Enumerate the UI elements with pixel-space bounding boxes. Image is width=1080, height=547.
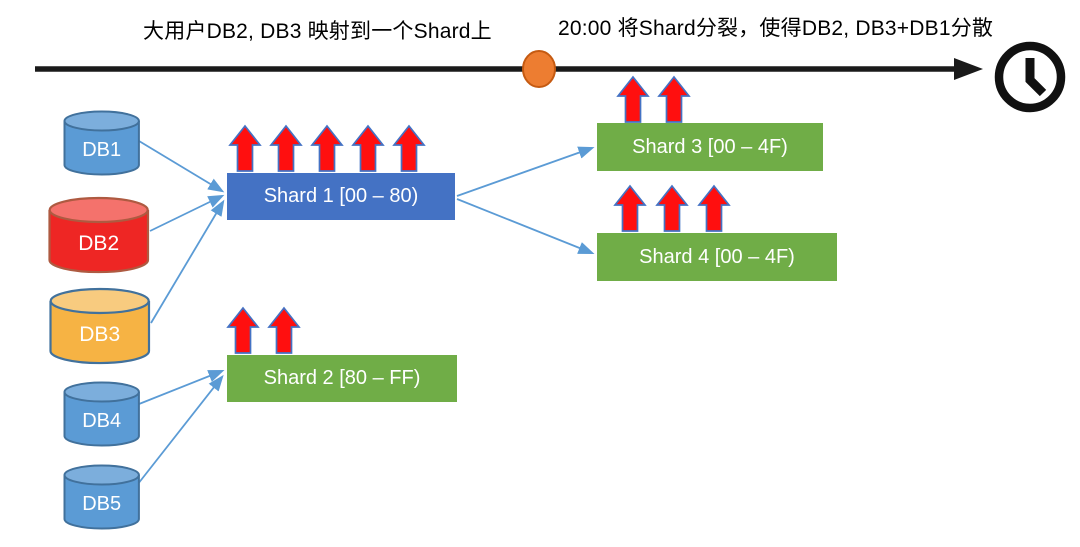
connector-db3-shard1 <box>150 199 225 324</box>
db3-label: DB3 <box>79 323 120 346</box>
load-arrow-icon <box>655 184 689 232</box>
shard1-label: Shard 1 [00 – 80) <box>263 185 419 207</box>
load-arrow-icon <box>697 184 731 232</box>
db3-cylinder-body <box>49 301 151 365</box>
shard2-box: Shard 2 [80 – FF) <box>227 355 457 402</box>
clock-icon <box>994 41 1066 113</box>
load-arrow-icon <box>613 184 647 232</box>
load-arrow-icon <box>392 124 426 172</box>
connector-db5-shard2 <box>133 374 224 490</box>
connector-shard1-shard4 <box>456 198 595 255</box>
connector-db2-shard1 <box>149 194 225 232</box>
split-moment-marker-icon <box>522 50 556 88</box>
load-arrow-groups <box>226 75 731 354</box>
db1-cylinder-body <box>63 121 140 176</box>
db2-cylinder-top <box>48 196 149 224</box>
load-arrow-icon <box>269 124 303 172</box>
load-arrow-icon <box>657 75 691 123</box>
db2-cylinder-body <box>48 210 150 274</box>
db4-cylinder-body <box>63 392 140 447</box>
connector-shard1-shard3 <box>456 146 595 197</box>
shard1-box: Shard 1 [00 – 80) <box>227 173 455 220</box>
db1-cylinder-top <box>63 110 140 132</box>
load-arrow-icon <box>310 124 344 172</box>
shard4-box: Shard 4 [00 – 4F) <box>597 233 837 281</box>
load-arrow-icon <box>228 124 262 172</box>
db3-cylinder: DB3 <box>49 287 151 365</box>
db4-cylinder-top <box>63 381 140 403</box>
shard3-box: Shard 3 [00 – 4F) <box>597 123 823 171</box>
db1-label: DB1 <box>82 139 121 161</box>
shard3-label: Shard 3 [00 – 4F) <box>632 135 788 158</box>
db2-label: DB2 <box>78 232 119 255</box>
load-arrow-icon <box>267 306 301 354</box>
timeline-arrowhead-icon <box>954 58 983 80</box>
load-arrow-icon <box>616 75 650 123</box>
db5-label: DB5 <box>82 493 121 515</box>
db3-cylinder-top <box>49 287 150 315</box>
load-arrow-icon <box>351 124 385 172</box>
db4-label: DB4 <box>82 410 121 432</box>
db2-cylinder: DB2 <box>48 196 150 274</box>
connector-db1-shard1 <box>138 140 225 193</box>
shard2-label: Shard 2 [80 – FF) <box>263 367 421 389</box>
phase2-caption: 20:00 将Shard分裂，使得DB2, DB3+DB1分散 <box>558 17 994 40</box>
connector-db4-shard2 <box>133 370 225 407</box>
db1-cylinder: DB1 <box>63 110 140 176</box>
shard4-label: Shard 4 [00 – 4F) <box>639 245 795 268</box>
db5-cylinder-body <box>63 475 140 530</box>
db4-cylinder: DB4 <box>63 381 140 447</box>
db5-cylinder-top <box>63 464 140 486</box>
db5-cylinder: DB5 <box>63 464 140 530</box>
load-arrow-icon <box>226 306 260 354</box>
phase1-caption: 大用户DB2, DB3 映射到一个Shard上 <box>143 20 492 43</box>
